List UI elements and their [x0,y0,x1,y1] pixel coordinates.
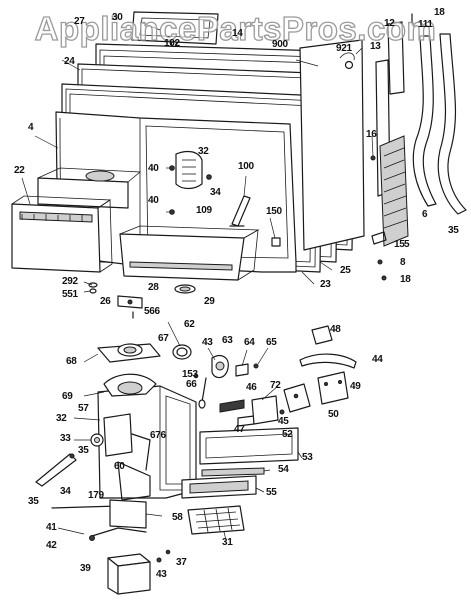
callout-18-top: 18 [434,7,445,18]
callout-27: 27 [74,16,85,27]
callout-4: 4 [28,122,34,133]
callout-40-upper: 40 [148,163,159,174]
callout-55: 55 [266,487,277,498]
callout-13: 13 [370,41,381,52]
callout-14: 14 [232,28,243,39]
callout-109: 109 [196,205,212,216]
callout-26: 26 [100,296,111,307]
callout-72: 72 [270,380,281,391]
callout-32-lower: 32 [56,413,67,424]
liner-body [38,112,296,272]
callout-54: 54 [278,464,289,475]
callout-179: 179 [88,490,104,501]
outer-cabinet-shell [300,40,364,250]
evaporator-tray [188,506,244,534]
callout-30: 30 [112,12,123,23]
callout-47: 47 [234,424,245,435]
callout-35-upper: 35 [448,225,459,236]
callout-18-lower: 18 [400,274,411,285]
callout-52: 52 [282,429,293,440]
callout-12: 12 [384,18,395,29]
callout-292: 292 [62,276,78,287]
callout-53: 53 [302,452,313,463]
drawer-frames [182,428,298,498]
callout-34-lower: 34 [60,486,71,497]
callout-33: 33 [60,433,71,444]
callout-43-upper: 43 [202,337,213,348]
callout-62: 62 [184,319,195,330]
callout-42: 42 [46,540,57,551]
right-side-rails [371,14,466,280]
callout-153: 153 [182,369,198,380]
callout-40-lower: 40 [148,195,159,206]
callout-676: 676 [150,430,166,441]
callout-111: 111 [418,19,433,30]
callout-35-lower: 35 [78,445,89,456]
terminal-box [108,550,170,594]
callout-43-lower: 43 [156,569,167,580]
callout-566: 566 [144,306,160,317]
callout-49: 49 [350,381,361,392]
callout-63: 63 [222,335,233,346]
callout-34-upper: 34 [210,187,221,198]
callout-16: 16 [366,129,377,140]
callout-22: 22 [14,165,25,176]
callout-44: 44 [372,354,383,365]
callout-31: 31 [222,537,233,548]
callout-68: 68 [66,356,77,367]
leader-lines [22,22,373,540]
callout-41: 41 [46,522,57,533]
fan-shroud-assembly [91,344,196,500]
callout-100: 100 [238,161,254,172]
control-mechanisms [173,326,356,426]
callout-48: 48 [330,324,341,335]
callout-37: 37 [176,557,187,568]
callout-551: 551 [62,289,78,300]
callout-35-bottom: 35 [28,496,39,507]
callout-921: 921 [336,43,352,54]
callout-32-upper: 32 [198,146,209,157]
callout-150: 150 [266,206,282,217]
callout-8: 8 [400,257,406,268]
callout-23: 23 [320,279,331,290]
callout-45: 45 [278,416,289,427]
callout-69: 69 [62,391,73,402]
callout-102: 102 [164,38,180,49]
callout-15: 15 [394,239,405,250]
callout-6: 6 [422,209,428,220]
callout-5: 5 [404,239,410,250]
callout-60: 60 [114,461,125,472]
callout-64: 64 [244,337,255,348]
callout-57: 57 [78,403,89,414]
heater-and-bracket [36,454,146,541]
callout-25: 25 [340,265,351,276]
callout-39: 39 [80,563,91,574]
callout-24: 24 [64,56,75,67]
vegetable-pan [120,226,258,280]
callout-65: 65 [266,337,277,348]
callout-67: 67 [158,333,169,344]
watermark-logo: AppliancePartsPros.com [34,9,437,47]
top-vent-cover [132,12,218,47]
base-small-parts [89,283,195,318]
callout-29: 29 [204,296,215,307]
callout-900: 900 [272,39,288,50]
grille-panel [12,196,112,272]
callout-28: 28 [148,282,159,293]
callout-58: 58 [172,512,183,523]
callout-46: 46 [246,382,257,393]
callout-66: 66 [186,379,197,390]
callout-50: 50 [328,409,339,420]
